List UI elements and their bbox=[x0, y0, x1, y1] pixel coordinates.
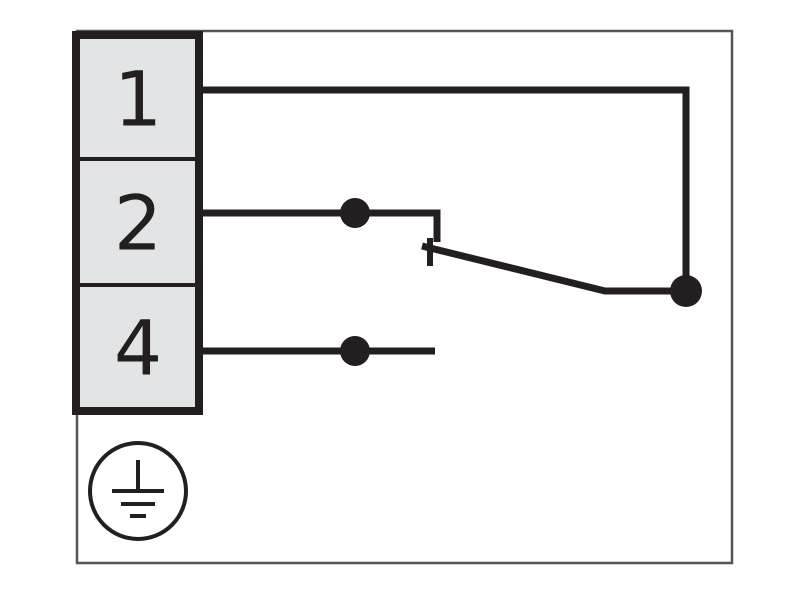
earth-symbol-circle bbox=[88, 441, 188, 541]
terminal-cell-1 bbox=[80, 39, 195, 157]
junction-dot-common bbox=[670, 275, 702, 307]
protective-earth-icon bbox=[88, 441, 188, 541]
terminal-label-4: 4 bbox=[114, 304, 162, 393]
junction-dot-terminal-2 bbox=[340, 198, 370, 228]
wire-terminal-1 bbox=[203, 86, 690, 290]
terminal-block: 1 2 4 bbox=[72, 31, 203, 415]
terminal-label-1: 1 bbox=[114, 55, 162, 144]
terminal-label-2: 2 bbox=[114, 179, 162, 268]
switch-blade bbox=[421, 242, 686, 295]
junctions bbox=[340, 198, 702, 366]
wire-terminal-2 bbox=[203, 209, 441, 242]
terminal-cell-2 bbox=[80, 161, 195, 283]
wiring bbox=[203, 86, 690, 355]
terminal-cell-4 bbox=[80, 287, 195, 407]
junction-dot-terminal-4 bbox=[340, 336, 370, 366]
